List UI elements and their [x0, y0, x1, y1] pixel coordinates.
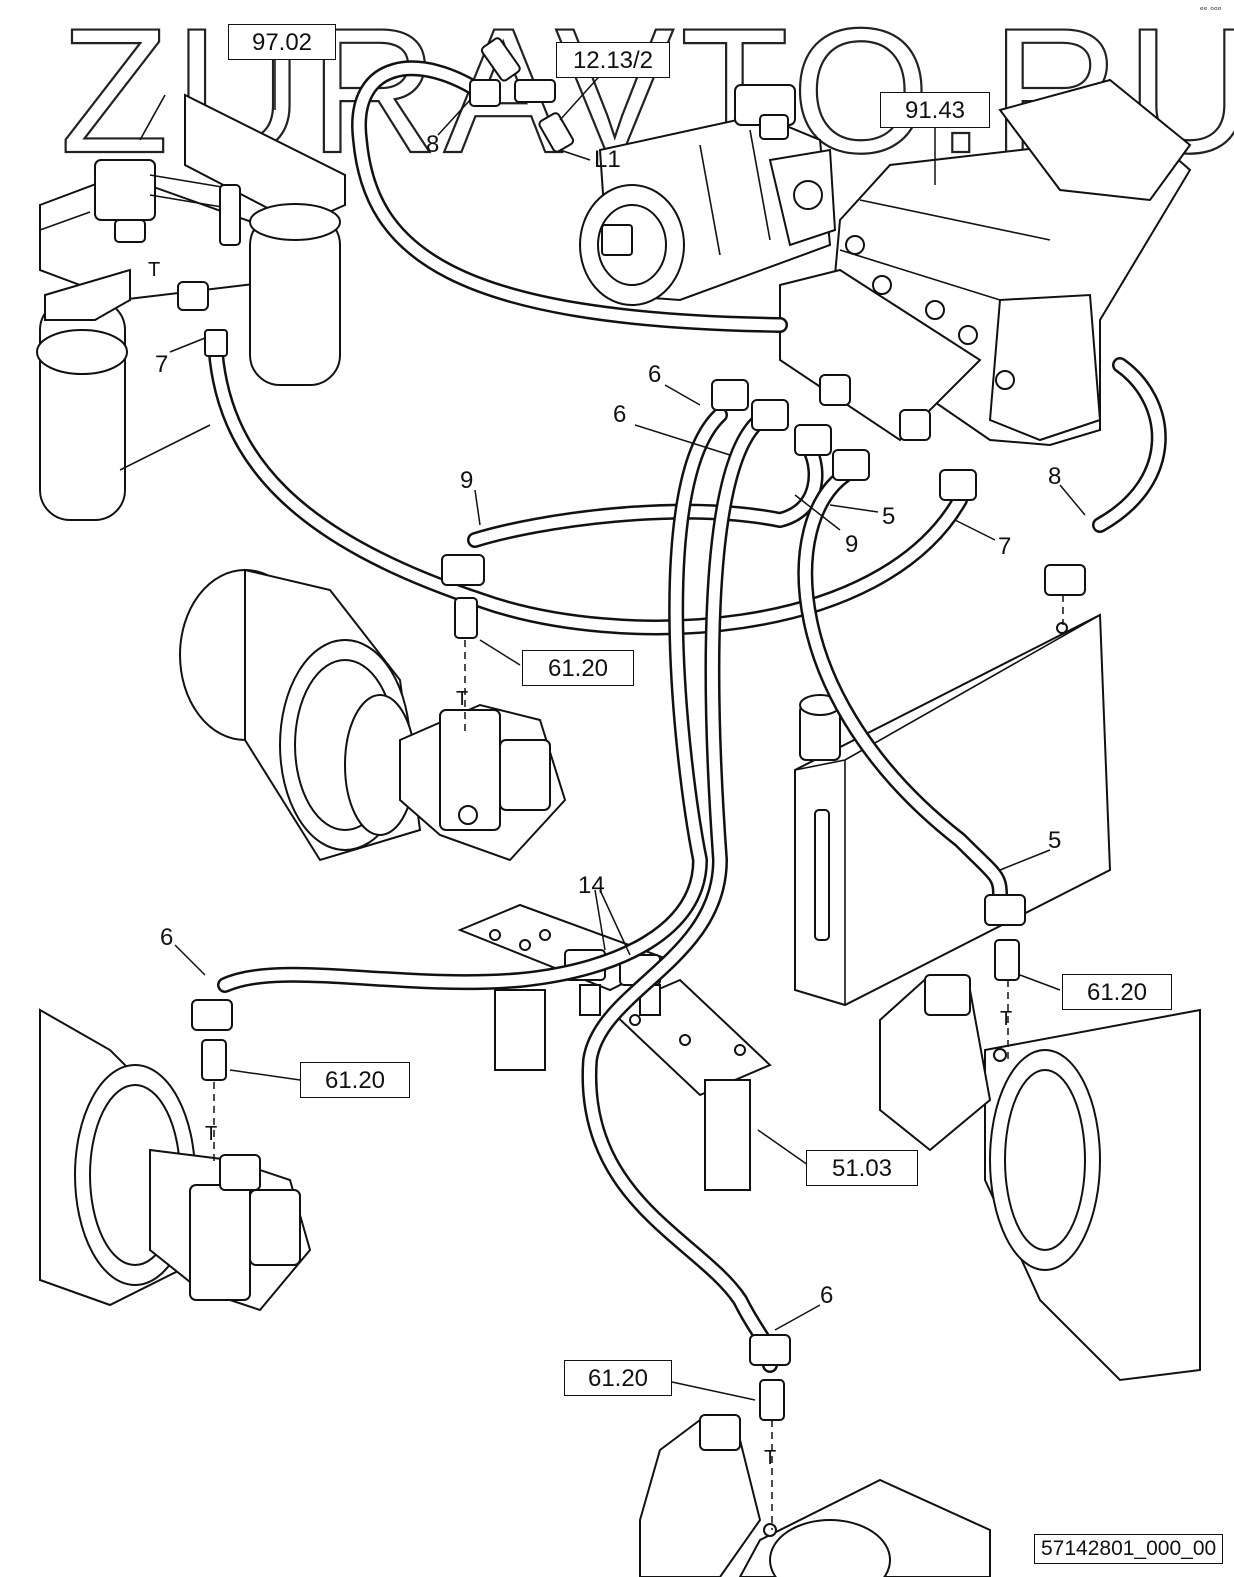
ref-box-61-20-center: 61.20: [522, 650, 634, 686]
pump-motor: [579, 113, 837, 306]
hydraulic-tank: [794, 613, 1112, 1007]
control-valve-block: [779, 78, 1192, 447]
label-7-left: 7: [155, 351, 168, 378]
ref-box-61-20-bottom: 61.20: [564, 1360, 672, 1396]
label-6-b: 6: [613, 401, 626, 428]
label-5-right: 5: [1048, 827, 1061, 854]
corner-mark: ᵉᵉ ᵒᵒᵒ: [1200, 6, 1222, 16]
ref-box-97-02: 97.02: [228, 24, 336, 60]
label-6-left: 6: [160, 924, 173, 951]
label-14: 14: [578, 872, 605, 899]
label-T-left: T: [205, 1123, 217, 1145]
label-6-bottom: 6: [820, 1282, 833, 1309]
label-T-right: T: [1000, 1008, 1012, 1030]
label-9-mid: 9: [845, 531, 858, 558]
clamp-bracket: [457, 903, 772, 1191]
label-5-mid: 5: [882, 503, 895, 530]
ref-box-91-43: 91.43: [880, 92, 990, 128]
filter-assembly: [36, 93, 346, 521]
label-8-top: 8: [426, 131, 439, 158]
center-lines: [213, 595, 1064, 1530]
label-L1: L1: [594, 146, 621, 173]
travel-drive-right: [879, 973, 1201, 1382]
travel-drive-bottom: [639, 1414, 991, 1577]
hose-fittings: [177, 79, 1086, 1421]
hoses: [207, 60, 1167, 1373]
travel-drive-left: [39, 1008, 312, 1312]
label-6-a: 6: [648, 361, 661, 388]
label-T-topleft: T: [148, 259, 160, 281]
ref-box-61-20-right: 61.20: [1062, 974, 1172, 1010]
item-labels: 8 L1 T 7 6 6 9 9 5 7 8 T 5 14 6 T T 6 T: [148, 131, 1061, 1469]
label-T-bottom: T: [764, 1447, 776, 1469]
leader-lines: [169, 55, 1086, 1401]
travel-drive-center: [179, 568, 567, 862]
ref-box-12-13-2: 12.13/2: [556, 42, 670, 78]
label-9-left: 9: [460, 467, 473, 494]
ref-box-51-03: 51.03: [806, 1150, 918, 1186]
label-8-right: 8: [1048, 463, 1061, 490]
drawing-code: 57142801_000_00: [1034, 1534, 1224, 1564]
label-7-right: 7: [998, 533, 1011, 560]
label-T-mid: T: [456, 688, 468, 710]
ref-box-61-20-left: 61.20: [300, 1062, 410, 1098]
valve-fittings-top: [480, 37, 796, 161]
